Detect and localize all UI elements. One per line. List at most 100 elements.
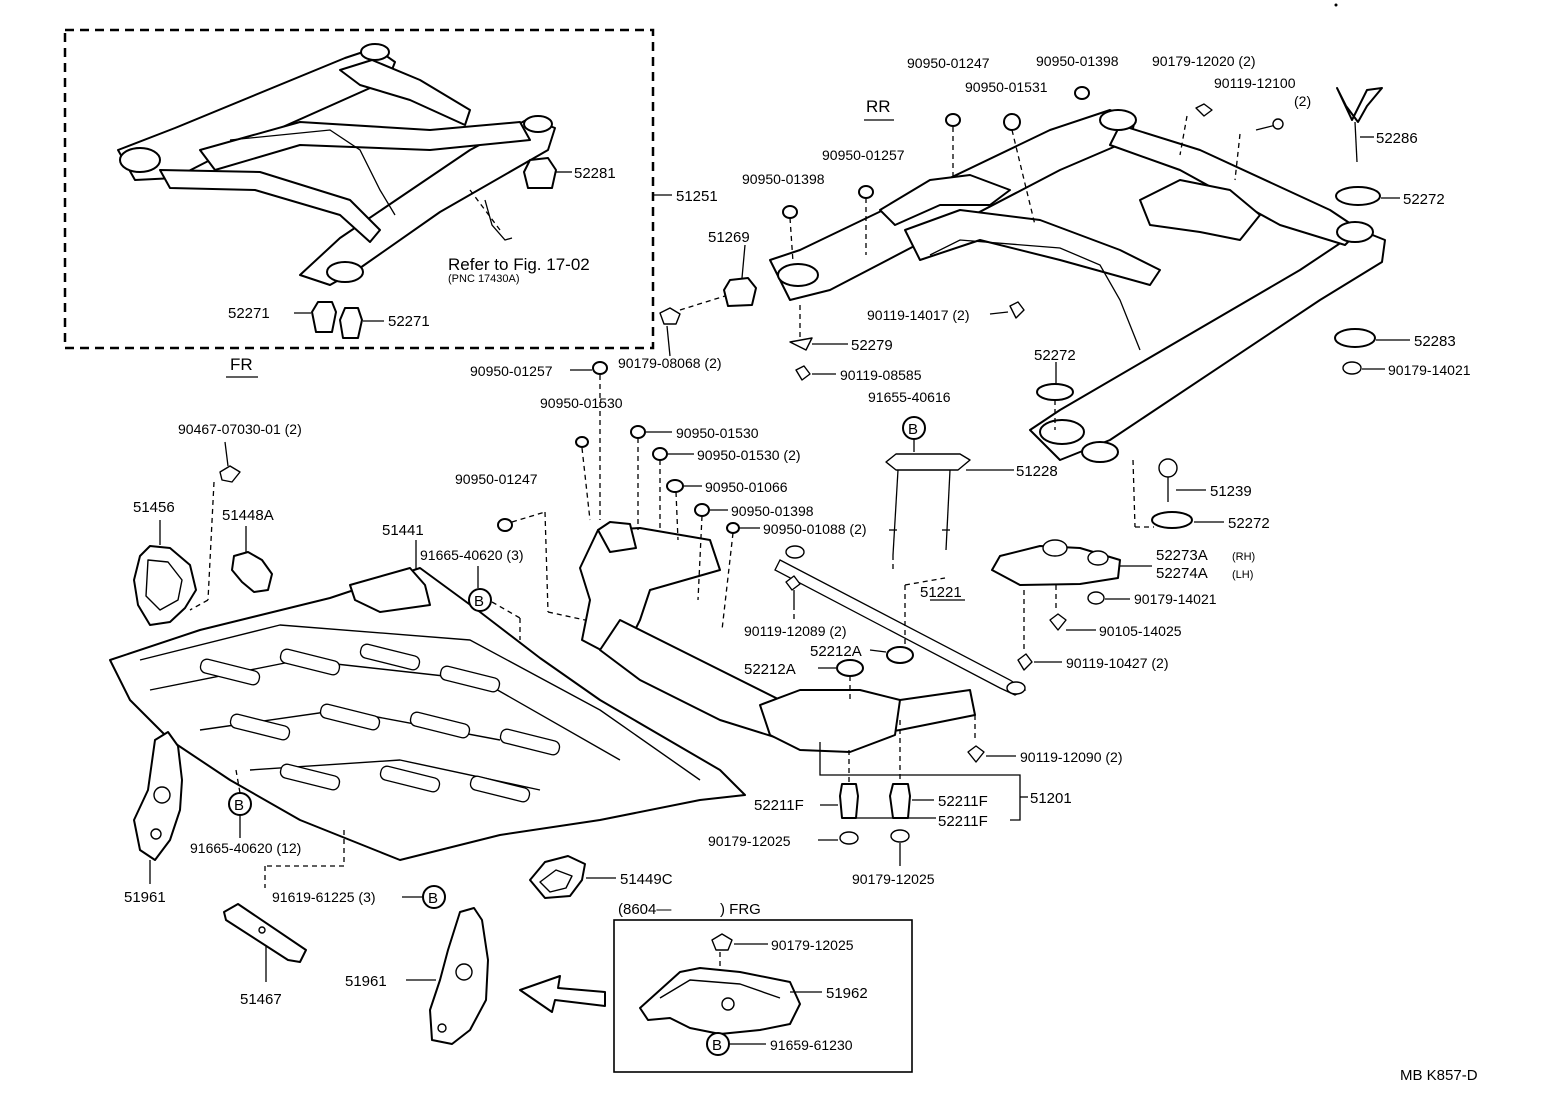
label-51962: 51962 (826, 985, 868, 1002)
label-90119-08585: 90119-08585 (840, 367, 922, 383)
label-91659-61230: 91659-61230 (770, 1037, 853, 1053)
direction-label-front: FR (230, 355, 253, 374)
label-90467-07030-01: 90467-07030-01 (2) (178, 421, 302, 437)
part-52283 (1334, 328, 1410, 348)
label-90950-01257-top: 90950-01257 (822, 147, 905, 163)
part-52211F-right (889, 720, 934, 819)
reference-marker-b-91619: B (402, 885, 446, 909)
direction-label-rear: RR (866, 97, 891, 116)
fastener-90950-01398-mid (782, 205, 798, 263)
svg-text:B: B (474, 593, 484, 610)
label-91665-40620-3: 91665-40620 (3) (420, 547, 524, 563)
label-52281: 52281 (574, 165, 616, 182)
label-91655-40616: 91655-40616 (868, 389, 951, 405)
label-52273A: 52273A (1156, 547, 1208, 564)
part-51449C-cover (529, 855, 616, 899)
label-52274A-side: (LH) (1232, 569, 1253, 581)
label-90179-08068: 90179-08068 (2) (618, 355, 722, 371)
arrow-to-inset (519, 975, 606, 1013)
front-suspension-member-drawing (117, 43, 556, 286)
label-52286: 52286 (1376, 130, 1418, 147)
part-51456-seal (133, 520, 197, 626)
label-90950-01247-mid: 90950-01247 (455, 471, 538, 487)
part-52211F-left (820, 750, 859, 819)
label-90950-01530-c: 90950-01530 (2) (697, 447, 801, 463)
fastener-90950-01530-c (652, 447, 694, 530)
label-90950-01088: 90950-01088 (2) (763, 521, 867, 537)
label-52279: 52279 (851, 337, 893, 354)
bolt-90119-14017 (989, 301, 1025, 319)
label-52211F-right: 52211F (938, 793, 988, 810)
label-51228: 51228 (1016, 463, 1058, 480)
label-90950-01398-top: 90950-01398 (1036, 53, 1119, 69)
bolt-90105-14025 (1049, 585, 1096, 631)
svg-text:B: B (234, 797, 244, 814)
label-90119-12090: 90119-12090 (2) (1020, 749, 1122, 765)
label-90950-01530-b: 90950-01530 (676, 425, 759, 441)
label-51441: 51441 (382, 522, 424, 539)
bolt-90119-12100 (1234, 118, 1284, 181)
label-51456: 51456 (133, 499, 175, 516)
label-90179-12025-left: 90179-12025 (708, 833, 791, 849)
fastener-90950-01531 (1003, 113, 1036, 226)
reference-marker-b-91665-3: B (468, 566, 521, 640)
label-90950-01247-top: 90950-01247 (907, 55, 990, 71)
label-90950-01257-mid: 90950-01257 (470, 363, 553, 379)
part-52271-right (339, 307, 384, 339)
label-51269: 51269 (708, 229, 750, 246)
part-52272-mid (1036, 362, 1074, 430)
nut-90179-08068 (659, 307, 681, 357)
label-91665-40620-12: 91665-40620 (12) (190, 840, 301, 856)
part-52272-low (1132, 459, 1224, 529)
part-51448A-pad (231, 526, 273, 593)
bolt-90119-12089 (785, 575, 801, 622)
part-52281-mount (523, 157, 572, 189)
inset-header-left: (8604— (618, 901, 671, 918)
fastener-90950-01257-top (858, 185, 874, 255)
label-90179-14021-right: 90179-14021 (1388, 362, 1471, 378)
label-52274A: 52274A (1156, 565, 1208, 582)
label-51251: 51251 (676, 188, 718, 205)
label-90119-12089: 90119-12089 (2) (744, 623, 846, 639)
label-90105-14025: 90105-14025 (1099, 623, 1182, 639)
label-91619-61225: 91619-61225 (3) (272, 889, 376, 905)
label-52271-right: 52271 (388, 313, 430, 330)
label-90179-12020: 90179-12020 (2) (1152, 53, 1256, 69)
fastener-90950-01088 (721, 522, 760, 631)
label-90119-10427: 90119-10427 (2) (1066, 655, 1168, 671)
part-52273A-52274A-bracket (991, 539, 1152, 586)
engine-under-cover-drawing (109, 567, 746, 861)
rear-suspension-member-drawing (769, 109, 1386, 463)
svg-text:B: B (428, 890, 438, 907)
part-51961-left-plate (133, 731, 183, 884)
part-52212A-a (869, 646, 914, 664)
label-90179-12025-right: 90179-12025 (852, 871, 935, 887)
nut-90179-14021-right (1342, 361, 1385, 375)
label-52271-left: 52271 (228, 305, 270, 322)
label-51239: 51239 (1210, 483, 1252, 500)
reference-note-line1: Refer to Fig. 17-02 (448, 255, 590, 274)
bolt-90179-12020 (1179, 103, 1213, 156)
bolt-90119-12090 (967, 715, 1016, 763)
label-52283: 52283 (1414, 333, 1456, 350)
part-52272-top (1335, 186, 1400, 206)
fastener-90950-01398-top (1074, 86, 1090, 100)
part-51269-bracket (679, 244, 757, 311)
reference-marker-b-91659: B (706, 1032, 766, 1056)
inset-box (613, 919, 913, 1073)
part-51467-bracket (223, 903, 307, 982)
clip-90467-07030-01 (189, 441, 241, 611)
part-51228-bolts (885, 453, 1014, 570)
label-51467: 51467 (240, 991, 282, 1008)
label-51961-bottom: 51961 (345, 973, 387, 990)
nut-90179-12025-left (818, 831, 859, 845)
label-51448A: 51448A (222, 507, 274, 524)
label-52211F-bottom: 52211F (938, 813, 988, 830)
reference-marker-b-91665-12: B (228, 769, 252, 838)
label-51449C: 51449C (620, 871, 673, 888)
label-52211F-left: 52211F (754, 797, 804, 814)
label-52273A-side: (RH) (1232, 551, 1255, 563)
label-90119-12100-qty: (2) (1294, 93, 1311, 109)
reference-note-line2: (PNC 17430A) (448, 273, 520, 285)
part-52279 (789, 305, 848, 351)
